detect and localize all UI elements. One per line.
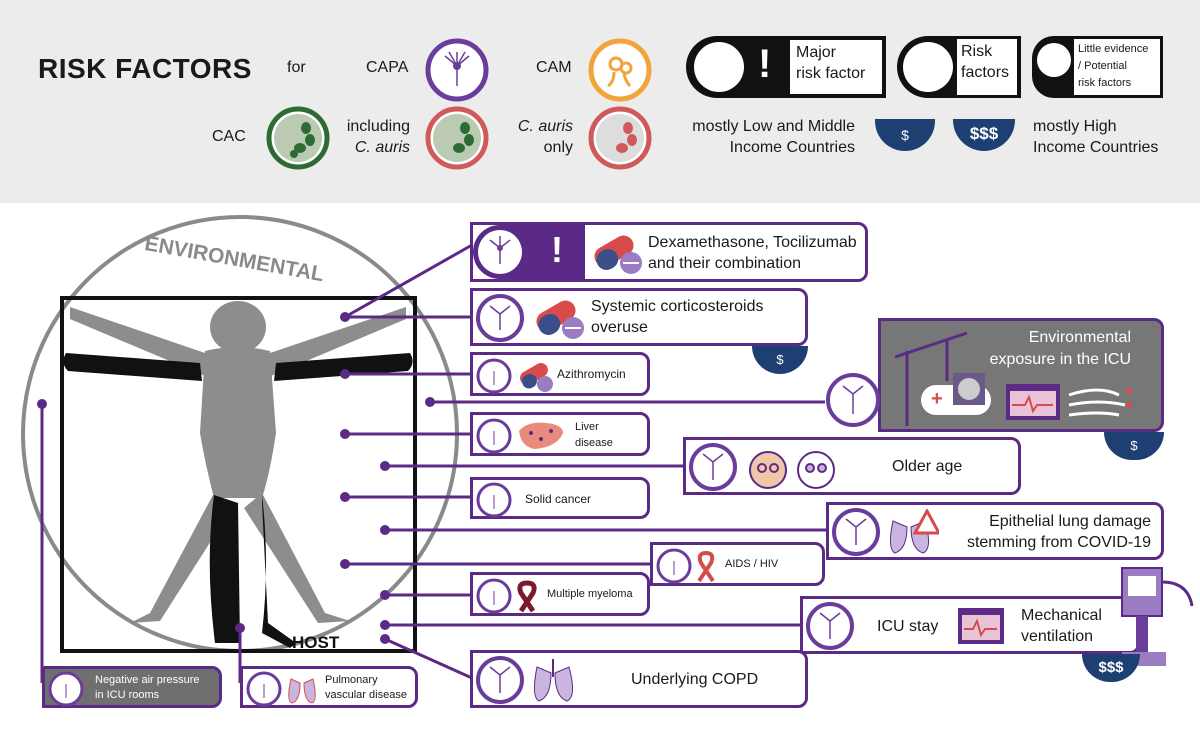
factor-copd-text: Underlying COPD bbox=[631, 671, 759, 688]
capa-icon bbox=[476, 578, 512, 614]
factor-aids-hiv: AIDS / HIV bbox=[650, 542, 825, 586]
capa-icon bbox=[425, 38, 489, 102]
liver-icon bbox=[519, 422, 563, 449]
red-ribbon-icon bbox=[697, 551, 715, 583]
exclamation-icon: ! bbox=[758, 42, 772, 86]
factor-azithromycin-text: Azithromycin bbox=[557, 367, 626, 381]
legend-cac-label: CAC bbox=[212, 128, 246, 145]
legend-capa-label: CAPA bbox=[366, 59, 409, 76]
capa-icon bbox=[476, 358, 512, 394]
factor-azithromycin: Azithromycin bbox=[470, 352, 650, 396]
capa-icon bbox=[478, 230, 522, 274]
elderly-faces-icon bbox=[749, 451, 835, 489]
monitor-icon bbox=[958, 608, 1004, 644]
capa-icon bbox=[832, 508, 880, 556]
capa-icon bbox=[806, 602, 854, 650]
pill-icon bbox=[520, 363, 553, 392]
host-label: HOST bbox=[292, 633, 340, 652]
capa-icon bbox=[246, 671, 282, 707]
lungs-warning-icon bbox=[889, 509, 939, 554]
capa-icon bbox=[826, 373, 880, 427]
capa-icon bbox=[689, 443, 737, 491]
factor-myeloma-text: Multiple myeloma bbox=[547, 588, 633, 600]
factor-older-age: Older age bbox=[683, 437, 1021, 495]
pill-icon bbox=[536, 300, 584, 339]
lmic-cost-badge: $ bbox=[875, 119, 935, 151]
legend-panel: RISK FACTORS for CAPA CAM CAC including … bbox=[0, 0, 1200, 203]
fan-icon bbox=[953, 373, 985, 405]
connector-lines bbox=[40, 243, 826, 683]
monitor-icon bbox=[1006, 384, 1060, 420]
lungs-icon bbox=[533, 659, 573, 702]
little-circle-icon bbox=[1037, 43, 1071, 77]
capa-icon bbox=[48, 671, 84, 707]
environmental-label: ENVIRONMENTAL bbox=[143, 232, 326, 286]
factor-older-age-text: Older age bbox=[892, 458, 963, 475]
hic-cost-badge: $$$ bbox=[953, 119, 1015, 151]
human-figure-grey bbox=[70, 301, 406, 623]
exclamation-icon: ! bbox=[551, 229, 563, 270]
legend-title: RISK FACTORS bbox=[38, 53, 252, 84]
auris-only-icon bbox=[588, 106, 652, 170]
cac-icon bbox=[266, 106, 330, 170]
burgundy-ribbon-icon bbox=[517, 580, 537, 613]
capa-icon bbox=[476, 294, 524, 342]
airflow-icon bbox=[1068, 388, 1132, 417]
cam-icon bbox=[588, 38, 652, 102]
crane-icon bbox=[894, 331, 968, 426]
capa-icon bbox=[476, 656, 524, 704]
legend-including-label: including C. auris bbox=[346, 118, 410, 156]
lungs-icon bbox=[288, 678, 316, 704]
risk-circle-icon bbox=[903, 42, 953, 92]
major-circle-icon bbox=[694, 42, 744, 92]
factor-icu-text: ICU stay bbox=[877, 618, 939, 635]
pill-icon bbox=[594, 235, 642, 274]
legend-for: for bbox=[287, 59, 306, 76]
factor-underlying-copd: Underlying COPD bbox=[470, 650, 808, 708]
capa-icon bbox=[476, 482, 512, 518]
factor-aids-text: AIDS / HIV bbox=[725, 558, 779, 570]
factor-solid-cancer-text: Solid cancer bbox=[525, 492, 592, 506]
cac-including-auris-icon bbox=[425, 106, 489, 170]
factor-solid-cancer: Solid cancer bbox=[470, 477, 650, 519]
capa-icon bbox=[476, 418, 512, 454]
legend-cam-label: CAM bbox=[536, 59, 572, 76]
diagram-canvas: ENVIRONMENTAL HOST bbox=[21, 215, 826, 683]
capa-icon bbox=[656, 548, 692, 584]
legend-auris-only-label: C. auris only bbox=[517, 118, 573, 156]
human-figure-black bbox=[63, 353, 413, 648]
factor-multiple-myeloma: Multiple myeloma bbox=[470, 572, 650, 616]
